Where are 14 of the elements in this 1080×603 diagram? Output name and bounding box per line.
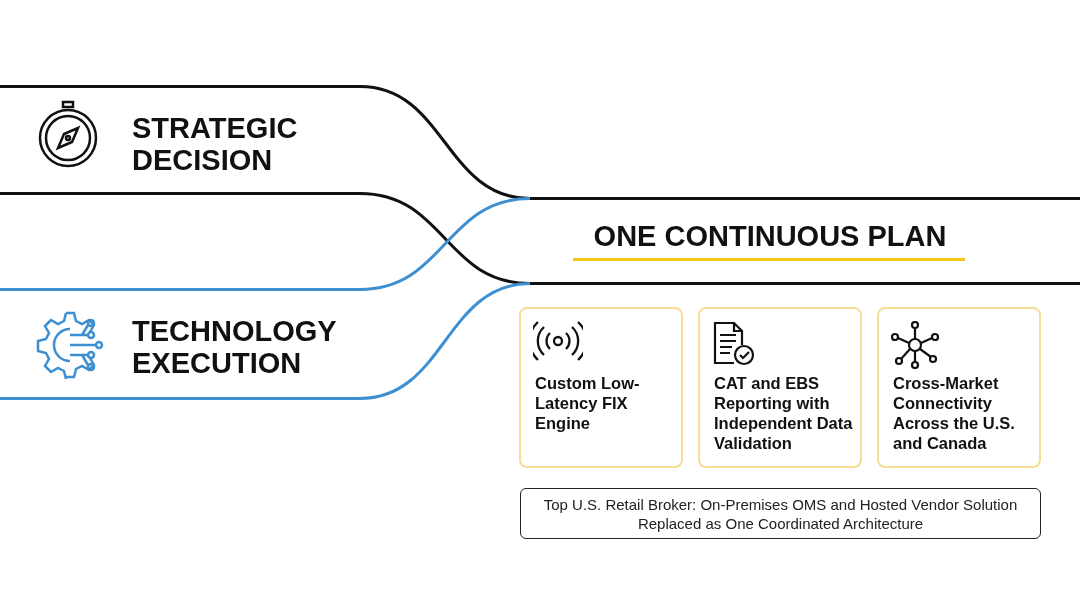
band-segment bbox=[0, 85, 360, 195]
connector-curve bbox=[359, 282, 531, 400]
band-segment bbox=[0, 288, 360, 400]
card bbox=[519, 307, 683, 468]
card-text: Cross-Market Connectivity Across the U.S. and Canada bbox=[893, 373, 1016, 453]
heading: TECHNOLOGY EXECUTION bbox=[132, 315, 338, 379]
card bbox=[698, 307, 862, 468]
heading: STRATEGIC DECISION bbox=[132, 112, 299, 176]
caption-box: Top U.S. Retail Broker: On-Premises OMS and Hosted Vendor Solution Replaced as One Coordinated Architecture bbox=[520, 488, 1041, 539]
card-text: CAT and EBS Reporting with Independent Data Validation bbox=[714, 373, 854, 453]
card bbox=[877, 307, 1041, 468]
heading: ONE CONTINUOUS PLAN bbox=[592, 220, 948, 252]
card-text: Custom Low-Latency FIX Engine bbox=[535, 373, 641, 433]
band-segment bbox=[530, 197, 1080, 285]
